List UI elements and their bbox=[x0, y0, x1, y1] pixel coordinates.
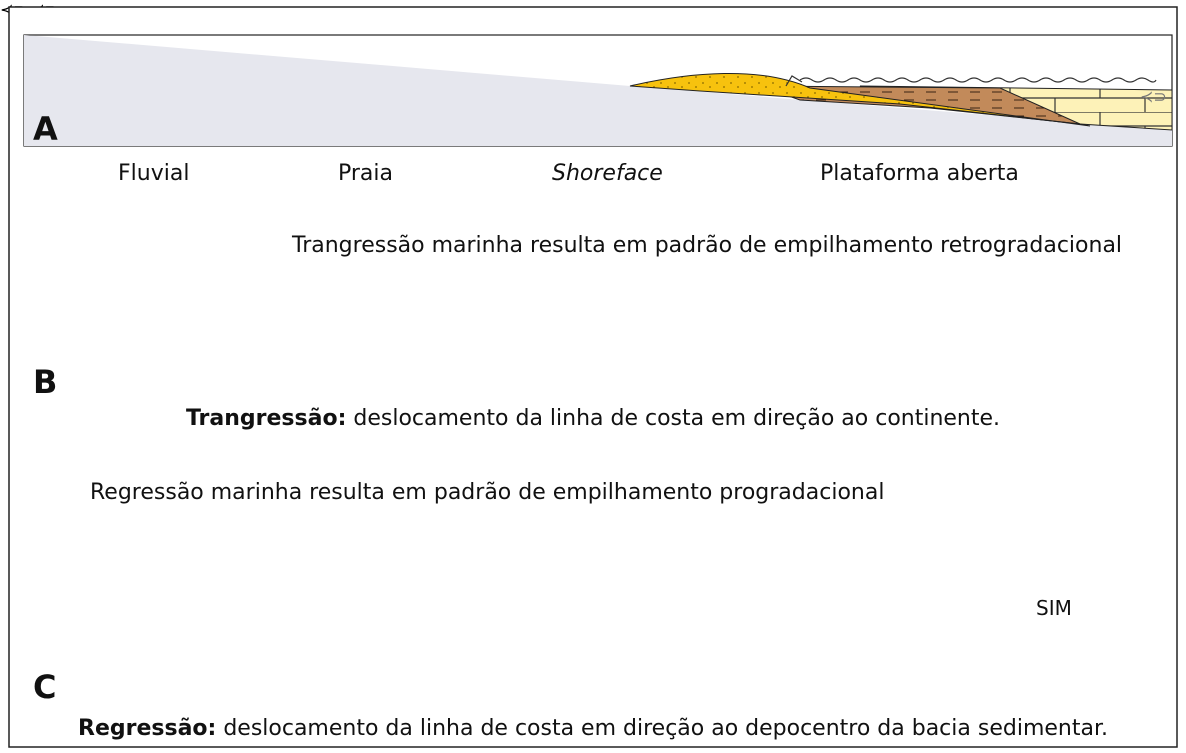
panel-a-fluvial bbox=[24, 35, 1172, 146]
panel-a-letter: A bbox=[33, 110, 58, 148]
panel-a-fish-icon: ≺⊃ bbox=[1140, 89, 1167, 106]
panel-a-wave-break bbox=[785, 75, 803, 87]
legend-label-shoreface: Shoreface bbox=[552, 161, 663, 186]
panel-c-arrow-label: Regressão marinha resulta em padrão de e… bbox=[90, 480, 885, 505]
legend-label-fluvial: Fluvial bbox=[118, 161, 190, 186]
panel-c-caption: Regressão: deslocamento da linha de cost… bbox=[0, 716, 1186, 741]
panel-a-sea-surface bbox=[799, 77, 1157, 83]
panel-a-praia bbox=[629, 73, 1091, 127]
panel-b-caption-bold: Trangressão: bbox=[185, 406, 347, 431]
panel-a: ≺⊃ bbox=[23, 34, 1173, 147]
panel-b-caption: Trangressão: deslocamento da linha de co… bbox=[0, 406, 1186, 431]
panel-c-caption-rest: deslocamento da linha de costa em direçã… bbox=[216, 716, 1108, 741]
panel-b-letter: B bbox=[33, 363, 58, 401]
legend-label-praia: Praia bbox=[338, 161, 393, 186]
legend-label-plataforma: Plataforma aberta bbox=[820, 161, 1019, 186]
panel-c-sim-label: SIM bbox=[1036, 596, 1072, 620]
panel-c-caption-bold: Regressão: bbox=[78, 716, 217, 741]
panel-c-letter: C bbox=[33, 668, 57, 706]
panel-b-caption-rest: deslocamento da linha de costa em direçã… bbox=[346, 406, 1001, 431]
panel-b-arrow-label: Trangressão marinha resulta em padrão de… bbox=[292, 233, 1123, 258]
